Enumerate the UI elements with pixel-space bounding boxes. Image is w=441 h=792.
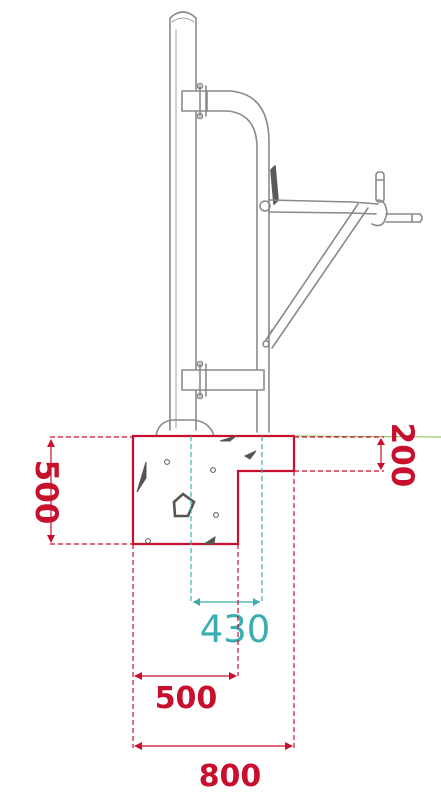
total-width-label: 800: [199, 759, 262, 792]
step-height-label: 200: [384, 423, 420, 488]
dimension-post-spacing: [190, 436, 263, 606]
diagonal-strut: [262, 203, 369, 349]
post-base: [155, 419, 215, 437]
lower-width-label: 500: [155, 681, 218, 716]
foundation-height-label: 500: [28, 460, 64, 525]
lower-clamp: [181, 360, 265, 400]
curved-arm: [206, 90, 270, 433]
horizontal-handle: [385, 213, 423, 223]
red-dimension-lines: [47, 436, 385, 750]
vertical-handle: [375, 171, 385, 203]
handle-arm: [268, 199, 388, 227]
aggregate-marks: [136, 435, 257, 545]
main-post: [169, 11, 197, 431]
upper-clamp: [181, 82, 208, 120]
foundation-block-icon: [131, 434, 296, 546]
equipment-outline-icon: [155, 11, 423, 437]
post-spacing-label: 430: [200, 608, 271, 651]
